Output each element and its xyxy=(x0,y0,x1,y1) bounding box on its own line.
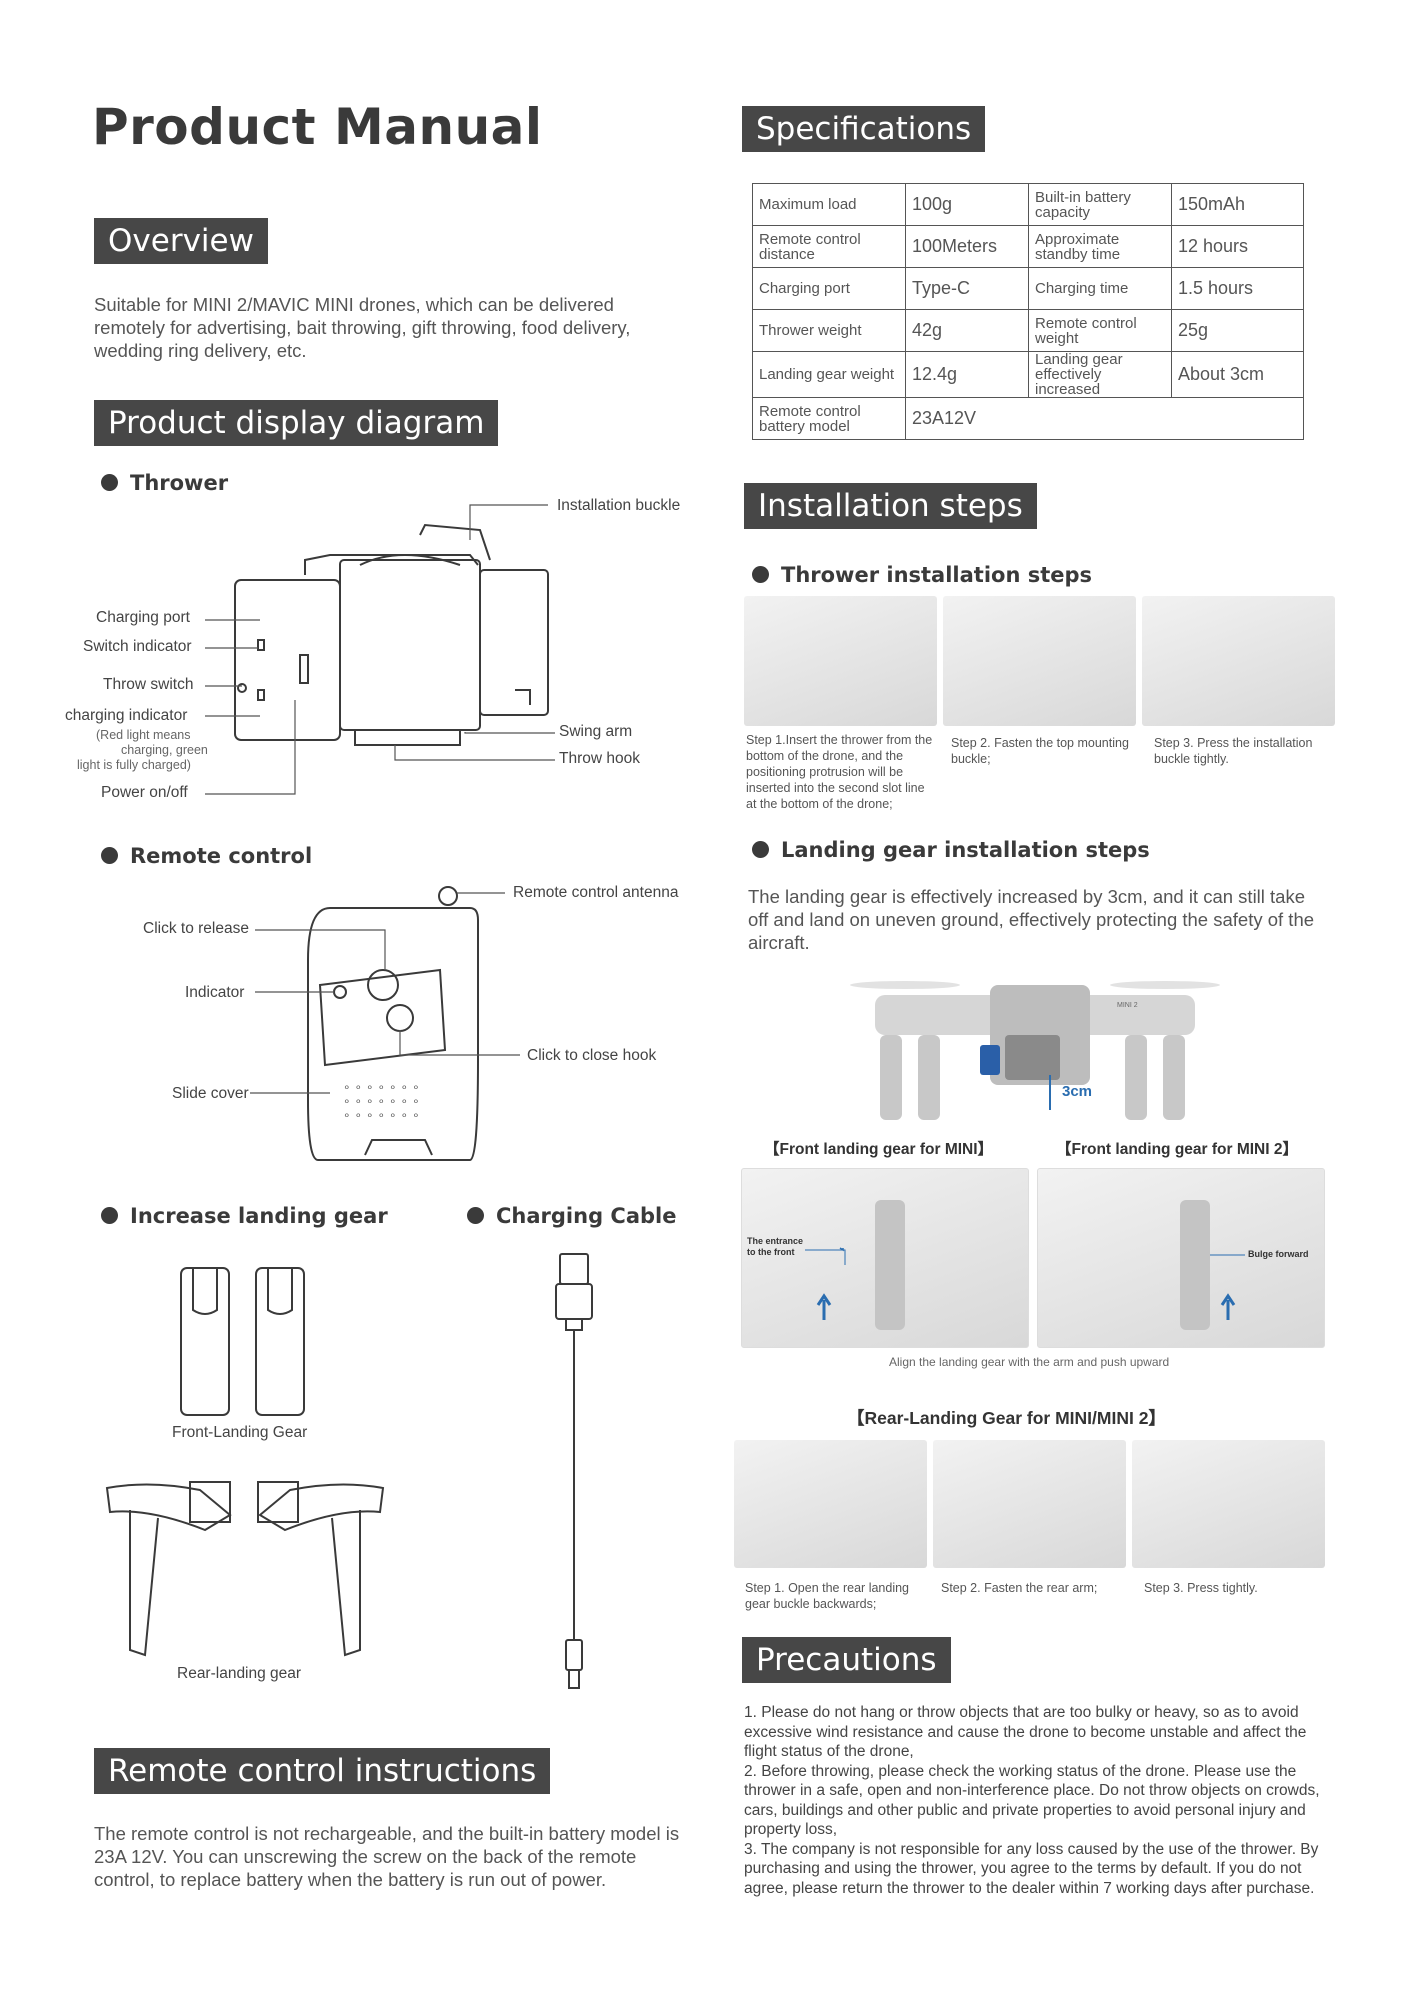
thrower-heading: Thrower xyxy=(101,471,228,495)
remote-heading: Remote control xyxy=(101,844,312,868)
label-antenna: Remote control antenna xyxy=(513,884,679,901)
precautions-list: 1. Please do not hang or throw objects t… xyxy=(744,1703,1334,1898)
spec-value: Type-C xyxy=(905,267,1029,310)
label-release: Click to release xyxy=(143,920,249,937)
spec-value: 150mAh xyxy=(1171,183,1304,226)
label-charging-note-2: charging, green xyxy=(121,743,208,757)
spec-value: 100g xyxy=(905,183,1029,226)
spec-value: 100Meters xyxy=(905,225,1029,268)
spec-value: 1.5 hours xyxy=(1171,267,1304,310)
front-mini2-caption: 【Front landing gear for MINI 2】 xyxy=(1056,1141,1298,1158)
thrower-step3-text: Step 3. Press the installation buckle ti… xyxy=(1154,736,1313,766)
specifications-heading: Specifications xyxy=(742,106,986,152)
label-charging-port: Charging port xyxy=(96,609,190,626)
label-indicator: Indicator xyxy=(185,984,245,1001)
entrance-label-1: The entrance xyxy=(747,1236,804,1246)
label-switch-indicator: Switch indicator xyxy=(83,638,192,655)
bulge-label: Bulge forward xyxy=(1248,1249,1309,1259)
table-row: Maximum load 100g Built-in battery capac… xyxy=(752,183,1304,226)
landing-gear-heading: Increase landing gear xyxy=(101,1204,388,1228)
spec-table: Maximum load 100g Built-in battery capac… xyxy=(752,183,1304,440)
spec-key: Approximate standby time xyxy=(1028,225,1172,268)
spec-key: Landing gear weight xyxy=(752,351,906,398)
align-caption: Align the landing gear with the arm and … xyxy=(889,1355,1170,1369)
rear-step1-photo xyxy=(734,1440,927,1568)
page-title: Product Manual xyxy=(92,98,543,156)
remote-speaker-dots: ∘∘∘∘∘∘∘∘∘∘∘∘∘∘∘∘∘∘∘∘∘ xyxy=(343,1080,424,1122)
label-charging-note-3: light is fully charged) xyxy=(77,758,191,772)
spec-key: Thrower weight xyxy=(752,309,906,352)
thrower-install-heading: Thrower installation steps xyxy=(752,563,1092,587)
entrance-label-2: to the front xyxy=(747,1247,795,1257)
product-diagram-heading: Product display diagram xyxy=(94,400,499,446)
installation-heading: Installation steps xyxy=(744,483,1037,529)
spec-key: Maximum load xyxy=(752,183,906,226)
list-item: 3. The company is not responsible for an… xyxy=(744,1840,1319,1897)
thrower-step1-text: Step 1.Insert the thrower from the botto… xyxy=(746,733,933,811)
thrower-step1-photo xyxy=(744,596,937,726)
landing-install-text: The landing gear is effectively increase… xyxy=(748,886,1315,953)
overview-text: Suitable for MINI 2/MAVIC MINI drones, w… xyxy=(94,294,631,361)
label-power: Power on/off xyxy=(101,784,188,801)
label-slide-cover: Slide cover xyxy=(172,1085,249,1102)
table-row: Thrower weight 42g Remote control weight… xyxy=(752,309,1304,352)
remote-instructions-heading: Remote control instructions xyxy=(94,1748,551,1794)
precautions-heading: Precautions xyxy=(742,1637,951,1683)
rear-step3-photo xyxy=(1132,1440,1325,1568)
label-swing-arm: Swing arm xyxy=(559,723,633,740)
label-throw-switch: Throw switch xyxy=(103,676,194,693)
front-mini-caption: 【Front landing gear for MINI】 xyxy=(764,1141,994,1158)
table-row: Charging port Type-C Charging time 1.5 h… xyxy=(752,267,1304,310)
spec-value: 12 hours xyxy=(1171,225,1304,268)
thrower-step3-photo xyxy=(1142,596,1335,726)
landing-install-heading: Landing gear installation steps xyxy=(752,838,1150,862)
thrower-step2-photo xyxy=(943,596,1136,726)
rear-gear-caption: 【Rear-Landing Gear for MINI/MINI 2】 xyxy=(847,1408,1166,1428)
spec-value: 25g xyxy=(1171,309,1304,352)
spec-key: Remote control battery model xyxy=(752,397,906,440)
drone-model-label: MINI 2 xyxy=(1117,1002,1138,1009)
list-item: 2. Before throwing, please check the wor… xyxy=(744,1762,1320,1839)
spec-value: About 3cm xyxy=(1171,351,1304,398)
rear-step2-photo xyxy=(933,1440,1126,1568)
remote-instructions-text: The remote control is not rechargeable, … xyxy=(94,1823,680,1890)
list-item: 1. Please do not hang or throw objects t… xyxy=(744,1704,1307,1760)
label-installation-buckle: Installation buckle xyxy=(557,497,681,514)
label-front-gear: Front-Landing Gear xyxy=(172,1424,308,1441)
table-row: Remote control distance 100Meters Approx… xyxy=(752,225,1304,268)
spec-key: Remote control weight xyxy=(1028,309,1172,352)
label-rear-gear: Rear-landing gear xyxy=(177,1665,302,1682)
label-close-hook: Click to close hook xyxy=(527,1047,657,1064)
thrower-step2-text: Step 2. Fasten the top mounting buckle; xyxy=(951,736,1129,766)
rear-step2-text: Step 2. Fasten the rear arm; xyxy=(941,1581,1098,1595)
label-charging-indicator: charging indicator xyxy=(65,707,188,724)
overview-heading: Overview xyxy=(94,218,268,264)
spec-value: 23A12V xyxy=(905,397,1304,440)
charging-cable-heading: Charging Cable xyxy=(467,1204,676,1228)
table-row: Remote control battery model 23A12V xyxy=(752,397,1304,440)
label-throw-hook: Throw hook xyxy=(559,750,640,767)
height-label: 3cm xyxy=(1062,1083,1093,1100)
spec-key: Built-in battery capacity xyxy=(1028,183,1172,226)
rear-step1-text: Step 1. Open the rear landing gear buckl… xyxy=(745,1581,910,1611)
label-charging-note-1: (Red light means xyxy=(96,728,191,742)
spec-key: Charging time xyxy=(1028,267,1172,310)
rear-step3-text: Step 3. Press tightly. xyxy=(1144,1581,1258,1595)
spec-key: Remote control distance xyxy=(752,225,906,268)
